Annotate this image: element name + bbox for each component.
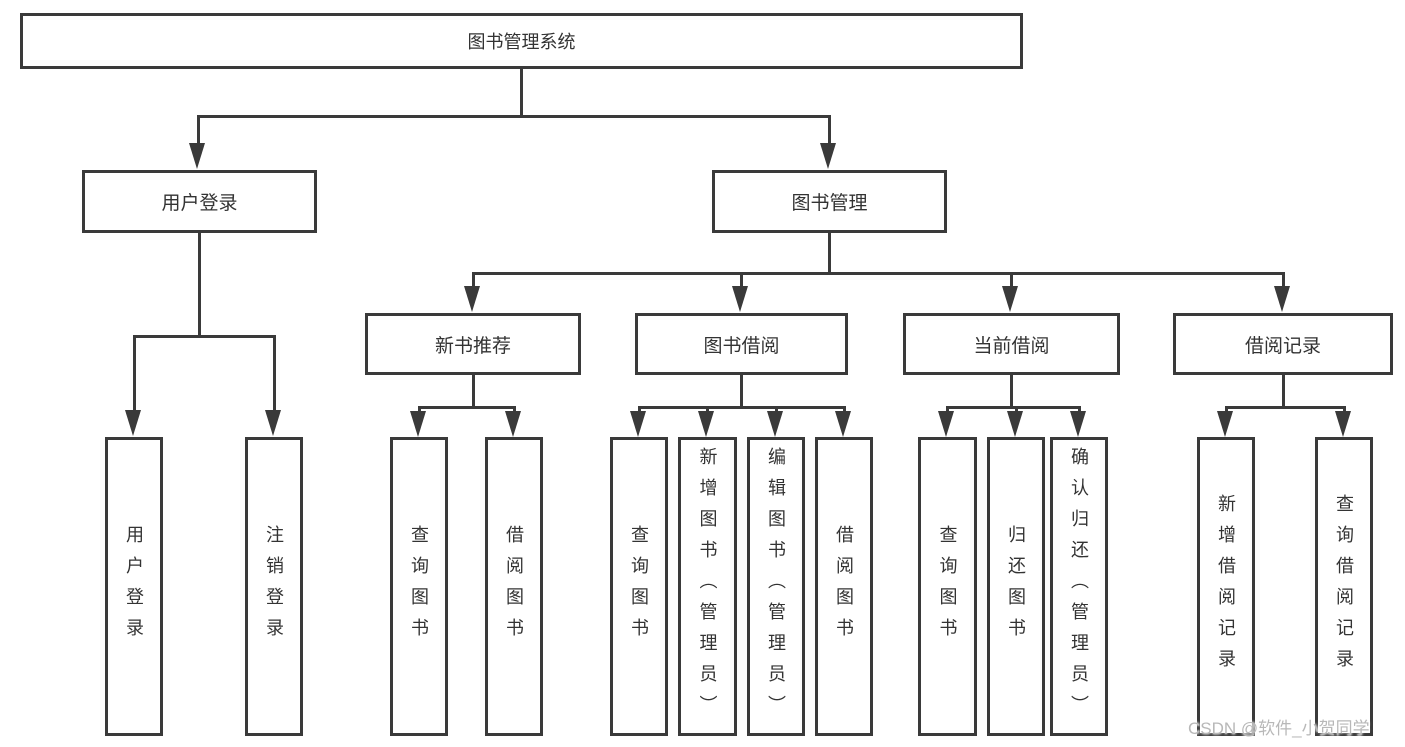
- csdn-watermark: CSDN @软件_小贺同学: [1188, 719, 1370, 738]
- node-new-book-recommendation: 新书推荐: [365, 313, 581, 375]
- leaf-query-books-recommend: 查询图书: [390, 437, 448, 736]
- connector-line: [828, 115, 831, 145]
- node-book-borrowing: 图书借阅: [635, 313, 848, 375]
- arrow-down-icon: [464, 286, 480, 312]
- connector-line: [133, 335, 136, 411]
- leaf-confirm-return-admin: 确认归还（管理员）: [1050, 437, 1108, 736]
- node-label: 查询图书: [937, 524, 958, 649]
- node-label: 借阅图书: [504, 524, 524, 649]
- leaf-borrow-books-recommend: 借阅图书: [485, 437, 543, 736]
- leaf-return-books: 归还图书: [987, 437, 1045, 736]
- connector-line: [638, 406, 846, 409]
- node-label: 当前借阅: [973, 335, 1050, 357]
- node-label: 图书借阅: [703, 335, 780, 357]
- node-label: 借阅记录: [1244, 335, 1321, 357]
- arrow-down-icon: [1217, 411, 1233, 437]
- connector-line: [1282, 375, 1285, 409]
- connector-line: [1225, 406, 1228, 414]
- node-label: 确认归还（管理员）: [1069, 447, 1089, 726]
- node-label: 查询借阅记录: [1334, 493, 1354, 680]
- connector-line: [1010, 375, 1013, 409]
- connector-line: [133, 335, 276, 338]
- leaf-borrow-books: 借阅图书: [815, 437, 873, 736]
- connector-line: [197, 115, 200, 145]
- connector-line: [775, 406, 778, 414]
- connector-line: [418, 406, 516, 409]
- arrow-down-icon: [1002, 286, 1018, 312]
- arrow-down-icon: [1335, 411, 1351, 437]
- node-label: 图书管理系统: [467, 32, 576, 52]
- node-root-library-system: 图书管理系统: [20, 13, 1023, 69]
- arrow-down-icon: [1007, 411, 1023, 437]
- connector-line: [1078, 406, 1081, 414]
- arrow-down-icon: [698, 411, 714, 437]
- node-label: 注销登录: [264, 524, 284, 649]
- connector-line: [946, 406, 1081, 409]
- leaf-add-books-admin: 新增图书（管理员）: [678, 437, 737, 736]
- node-label: 新书推荐: [434, 335, 511, 357]
- connector-line: [1225, 406, 1346, 409]
- node-label: 用户登录: [124, 524, 144, 649]
- connector-line: [197, 115, 831, 118]
- connector-line: [706, 406, 709, 414]
- arrow-down-icon: [1070, 411, 1086, 437]
- connector-line: [520, 69, 523, 117]
- connector-line: [740, 375, 743, 409]
- connector-line: [472, 272, 1285, 275]
- connector-line: [740, 272, 743, 288]
- connector-line: [273, 335, 276, 411]
- connector-line: [513, 406, 516, 414]
- arrow-down-icon: [820, 143, 836, 169]
- leaf-query-books-current: 查询图书: [918, 437, 977, 736]
- node-label: 归还图书: [1006, 524, 1026, 649]
- arrow-down-icon: [630, 411, 646, 437]
- leaf-user-login: 用户登录: [105, 437, 163, 736]
- leaf-logout: 注销登录: [245, 437, 303, 736]
- arrow-down-icon: [505, 411, 521, 437]
- leaf-query-borrow-record: 查询借阅记录: [1315, 437, 1373, 736]
- leaf-add-borrow-record: 新增借阅记录: [1197, 437, 1255, 736]
- arrow-down-icon: [189, 143, 205, 169]
- arrow-down-icon: [265, 410, 281, 436]
- connector-line: [946, 406, 949, 414]
- arrow-down-icon: [410, 411, 426, 437]
- connector-line: [843, 406, 846, 414]
- node-label: 借阅图书: [834, 524, 854, 649]
- node-label: 查询图书: [409, 524, 429, 649]
- node-label: 用户登录: [161, 193, 238, 214]
- connector-line: [198, 233, 201, 337]
- node-label: 查询图书: [629, 524, 649, 649]
- node-label: 编辑图书（管理员）: [766, 447, 786, 726]
- node-user-login: 用户登录: [82, 170, 317, 233]
- connector-line: [828, 233, 831, 274]
- arrow-down-icon: [938, 411, 954, 437]
- connector-line: [1343, 406, 1346, 414]
- node-label: 新增借阅记录: [1216, 493, 1236, 680]
- arrow-down-icon: [835, 411, 851, 437]
- arrow-down-icon: [732, 286, 748, 312]
- node-label: 图书管理: [791, 193, 868, 214]
- connector-line: [472, 375, 475, 409]
- node-borrowing-records: 借阅记录: [1173, 313, 1393, 375]
- arrow-down-icon: [767, 411, 783, 437]
- arrow-down-icon: [125, 410, 141, 436]
- node-label: 新增图书（管理员）: [697, 447, 718, 726]
- connector-line: [472, 272, 475, 288]
- connector-line: [638, 406, 641, 414]
- node-current-borrowing: 当前借阅: [903, 313, 1120, 375]
- leaf-query-books-borrow: 查询图书: [610, 437, 668, 736]
- connector-line: [1015, 406, 1018, 414]
- connector-line: [1282, 272, 1285, 288]
- connector-line: [1010, 272, 1013, 288]
- connector-line: [418, 406, 421, 414]
- leaf-edit-books-admin: 编辑图书（管理员）: [747, 437, 805, 736]
- node-book-management: 图书管理: [712, 170, 947, 233]
- arrow-down-icon: [1274, 286, 1290, 312]
